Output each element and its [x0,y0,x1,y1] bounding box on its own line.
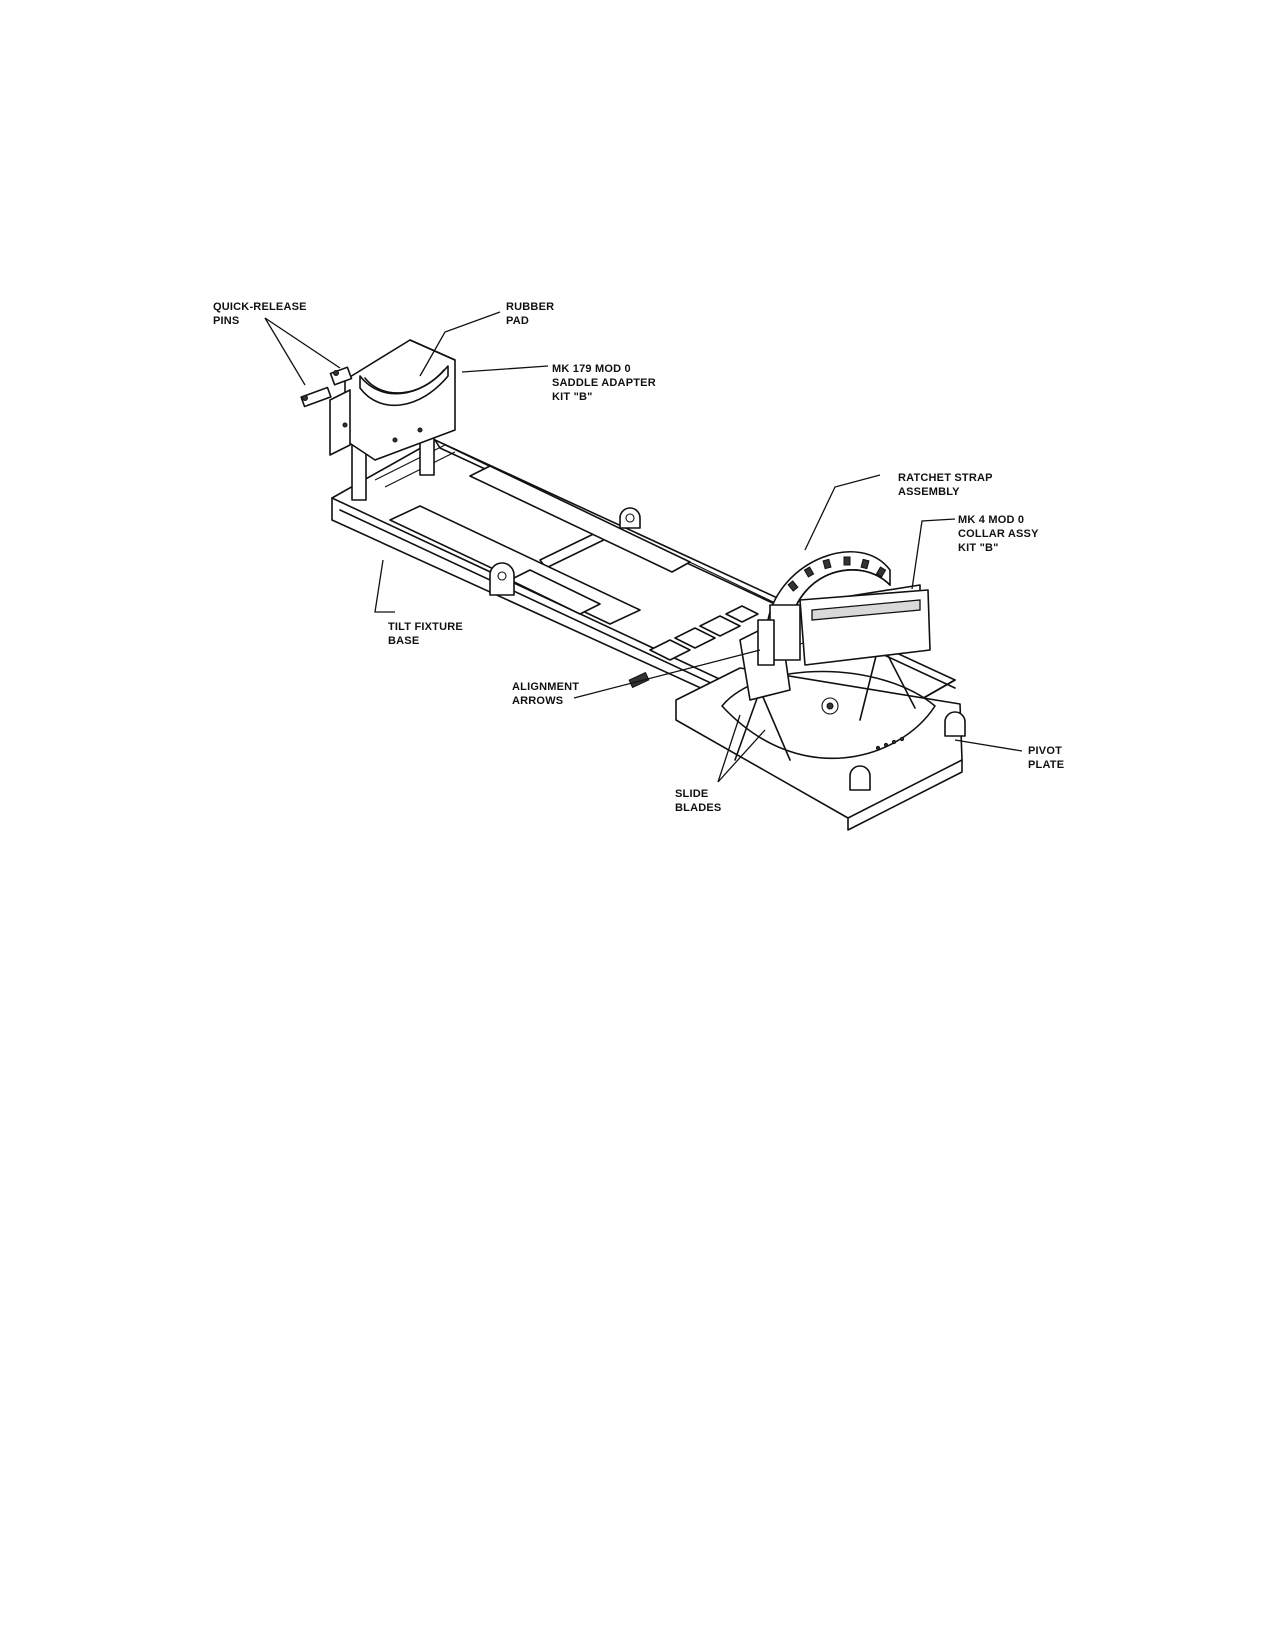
label-ratchet-strap: RATCHET STRAP ASSEMBLY [898,472,993,498]
label-slide-blades-line2: BLADES [675,802,721,814]
label-saddle-adapter-line1: MK 179 MOD 0 [552,363,631,375]
label-pivot-plate-line1: PIVOT [1028,745,1062,757]
ratchet-strap-teeth [787,556,887,592]
label-quick-release-pins: QUICK-RELEASE PINS [213,301,307,327]
label-collar-assy-line2: COLLAR ASSY [958,528,1039,540]
label-rubber-pad-line2: PAD [506,315,529,327]
label-pivot-plate: PIVOT PLATE [1028,745,1064,771]
base-pads [649,605,759,661]
label-collar-assy-line1: MK 4 MOD 0 [958,514,1024,526]
label-collar-assy: MK 4 MOD 0 COLLAR ASSY KIT "B" [958,514,1039,554]
label-quick-release-pins-line2: PINS [213,315,239,327]
quick-release-pin-lower [300,386,332,408]
label-ratchet-strap-line1: RATCHET STRAP [898,472,993,484]
label-quick-release-pins-line1: QUICK-RELEASE [213,301,307,313]
lift-lug-left [489,562,515,596]
label-saddle-adapter-line3: KIT "B" [552,391,593,403]
label-ratchet-strap-line2: ASSEMBLY [898,486,960,498]
label-tilt-fixture-base: TILT FIXTURE BASE [388,621,463,647]
label-slide-blades-line1: SLIDE [675,788,708,800]
lift-lug-top [619,507,641,529]
label-saddle-adapter: MK 179 MOD 0 SADDLE ADAPTER KIT "B" [552,363,656,403]
collar-assembly [757,551,931,666]
label-pivot-plate-line2: PLATE [1028,759,1064,771]
label-tilt-fixture-base-line2: BASE [388,635,419,647]
label-rubber-pad: RUBBER PAD [506,301,554,327]
pivot-plate [675,667,966,831]
label-slide-blades: SLIDE BLADES [675,788,721,814]
quick-release-pin-upper [329,366,353,386]
label-alignment-arrows: ALIGNMENT ARROWS [512,681,579,707]
label-collar-assy-line3: KIT "B" [958,542,999,554]
saddle-adapter [300,339,456,501]
label-tilt-fixture-base-line1: TILT FIXTURE [388,621,463,633]
label-alignment-arrows-line1: ALIGNMENT [512,681,579,693]
label-rubber-pad-line1: RUBBER [506,301,554,313]
leader-lines [264,311,1023,783]
label-alignment-arrows-line2: ARROWS [512,695,563,707]
label-saddle-adapter-line2: SADDLE ADAPTER [552,377,656,389]
